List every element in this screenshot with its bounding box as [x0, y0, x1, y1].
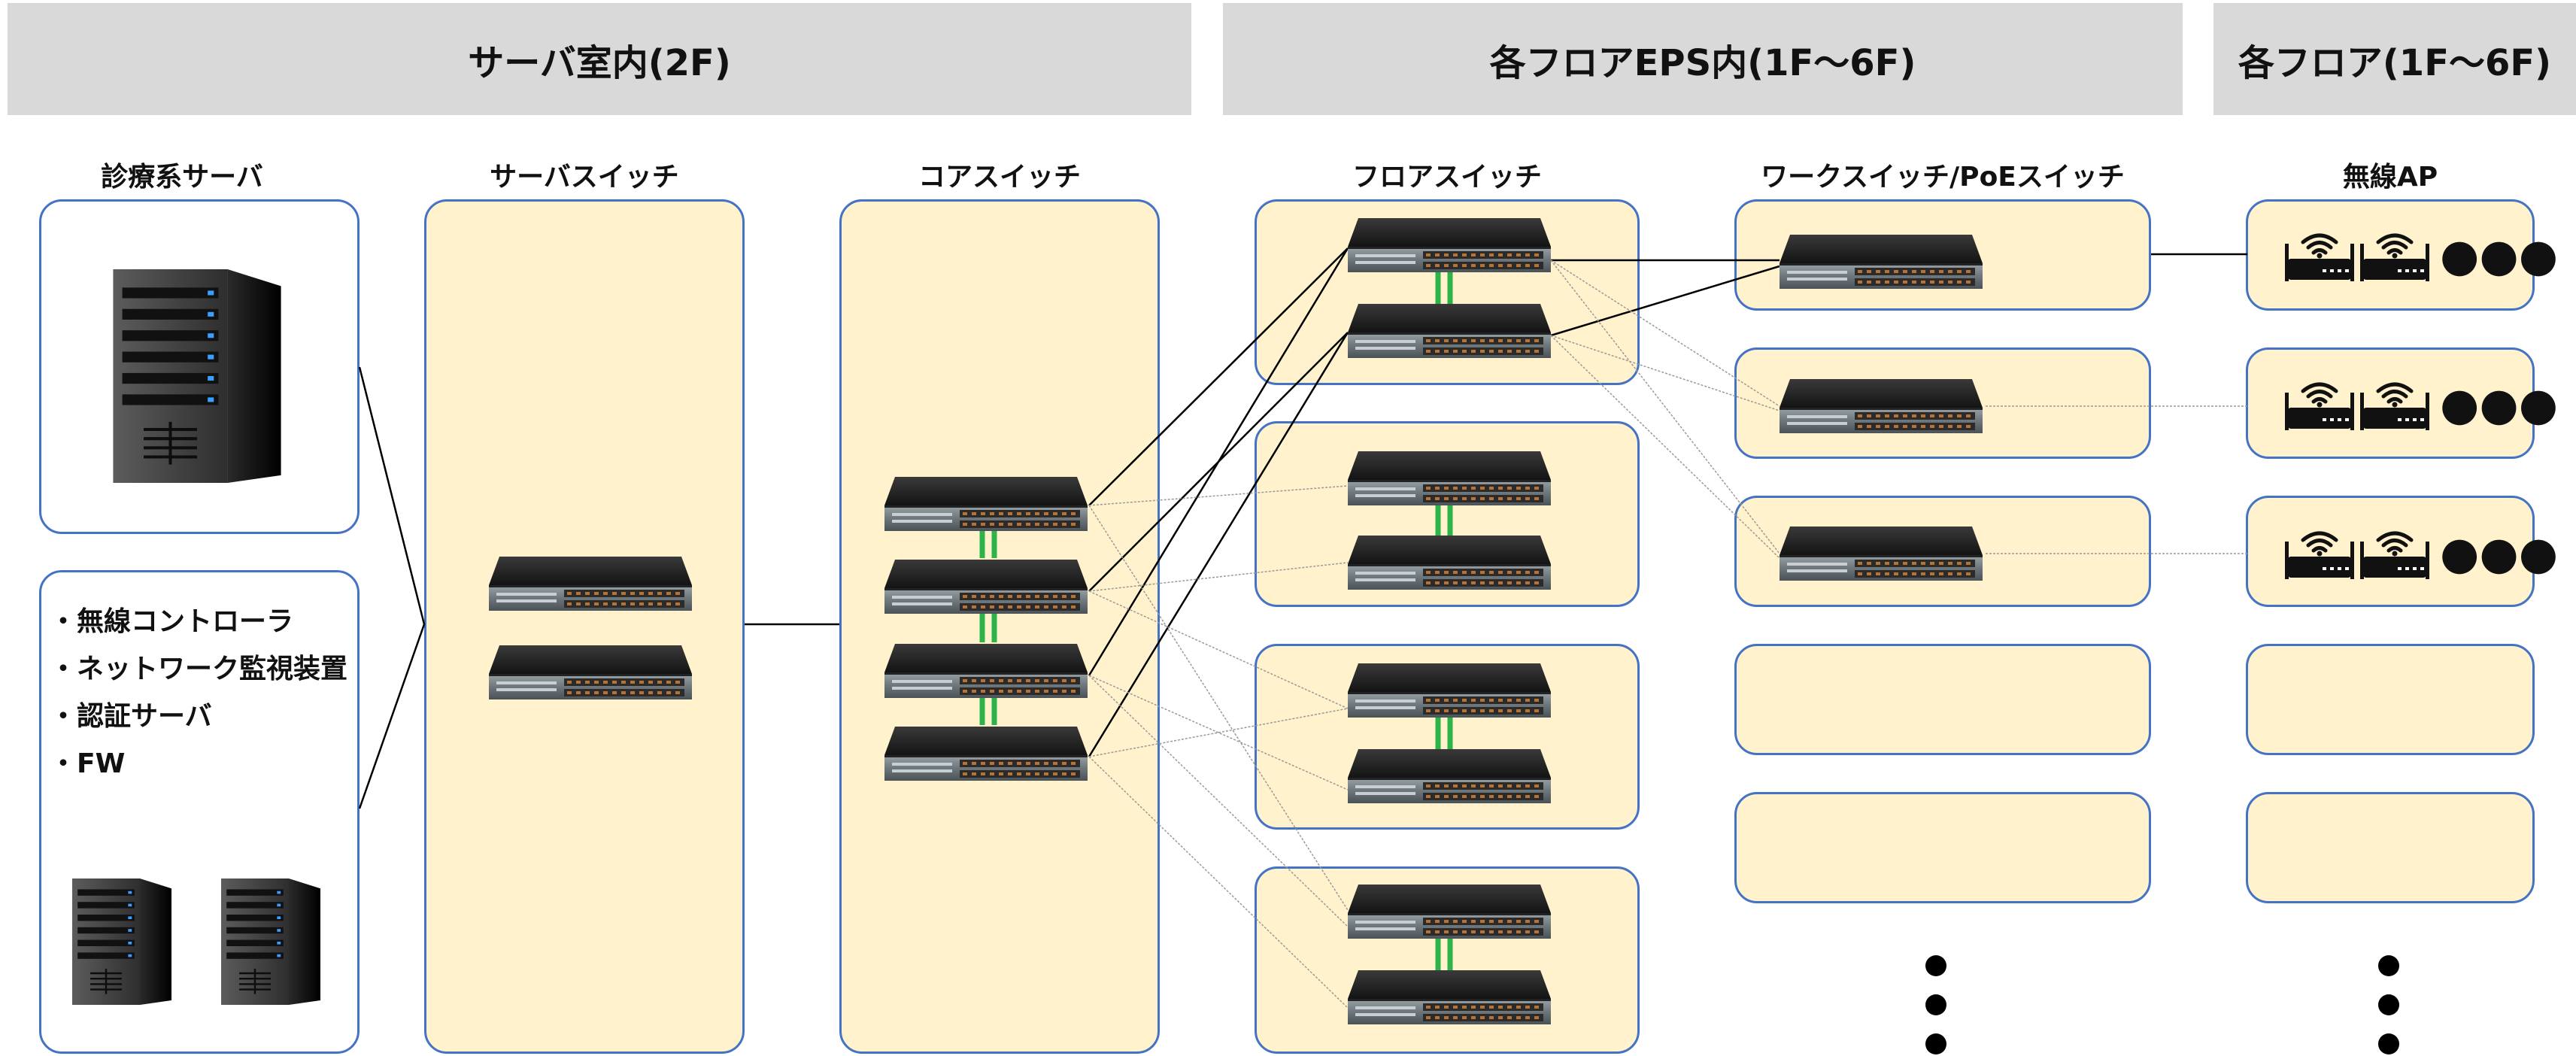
network-switch-icon: [1780, 526, 1983, 581]
more-ap-indicator: ●●●: [2440, 229, 2559, 282]
network-switch-icon: [884, 560, 1088, 614]
network-switch-icon: [1348, 885, 1551, 939]
wifi-router-icon: [2359, 229, 2431, 284]
network-switch-icon: [884, 644, 1088, 698]
network-switch-icon: [884, 477, 1088, 531]
network-switch-icon: [1348, 536, 1551, 590]
more-ap-indicator: ●●●: [2440, 378, 2559, 431]
network-switch-icon: [1348, 451, 1551, 505]
header-floor-eps: 各フロアEPS内(1F～6F): [1223, 3, 2183, 115]
ap-box: [2246, 792, 2535, 903]
network-switch-icon: [489, 557, 692, 611]
server-tower-icon: [72, 878, 171, 1005]
service-item: ・FW: [50, 748, 126, 779]
title-floor-switch: フロアスイッチ: [1352, 162, 1542, 193]
continuation-dot: [2378, 994, 2399, 1015]
header-server-room: サーバ室内(2F): [8, 3, 1191, 115]
header-each-floor: 各フロア(1F～6F): [2213, 3, 2576, 115]
network-switch-icon: [1348, 663, 1551, 718]
network-switch-icon: [884, 727, 1088, 781]
service-item: ・無線コントローラ: [50, 606, 294, 637]
wifi-router-icon: [2359, 378, 2431, 433]
work-switch-box: [1734, 644, 2151, 755]
wifi-router-icon: [2359, 526, 2431, 582]
service-item: ・ネットワーク監視装置: [50, 654, 348, 684]
title-wireless-ap: 無線AP: [2342, 162, 2438, 193]
wifi-router-icon: [2283, 378, 2356, 433]
service-list: ・無線コントローラ ・ネットワーク監視装置 ・認証サーバ ・FW: [50, 598, 347, 787]
continuation-dot: [1925, 955, 1946, 976]
work-switch-box: [1734, 792, 2151, 903]
title-clinical-servers: 診療系サーバ: [101, 162, 263, 193]
network-switch-icon: [1780, 235, 1983, 289]
server-switch-box: [424, 199, 745, 1054]
continuation-dot: [1925, 994, 1946, 1015]
server-tower-icon: [113, 269, 281, 483]
network-switch-icon: [1348, 749, 1551, 803]
ap-box: [2246, 199, 2535, 311]
ap-box: [2246, 347, 2535, 459]
continuation-dot: [2378, 1033, 2399, 1054]
service-item: ・認証サーバ: [50, 701, 212, 732]
network-switch-icon: [1780, 379, 1983, 433]
core-switch-box: [839, 199, 1160, 1054]
title-core-switch: コアスイッチ: [918, 162, 1081, 193]
more-ap-indicator: ●●●: [2440, 527, 2559, 580]
continuation-dot: [2378, 955, 2399, 976]
ap-box: [2246, 644, 2535, 755]
wifi-router-icon: [2283, 526, 2356, 582]
title-work-poe-switch: ワークスイッチ/PoEスイッチ: [1761, 162, 2125, 193]
network-switch-icon: [489, 645, 692, 699]
title-server-switch: サーバスイッチ: [490, 162, 679, 193]
wifi-router-icon: [2283, 229, 2356, 284]
continuation-dot: [1925, 1033, 1946, 1054]
network-switch-icon: [1348, 304, 1551, 358]
network-switch-icon: [1348, 970, 1551, 1024]
network-switch-icon: [1348, 218, 1551, 272]
server-tower-icon: [221, 878, 320, 1005]
